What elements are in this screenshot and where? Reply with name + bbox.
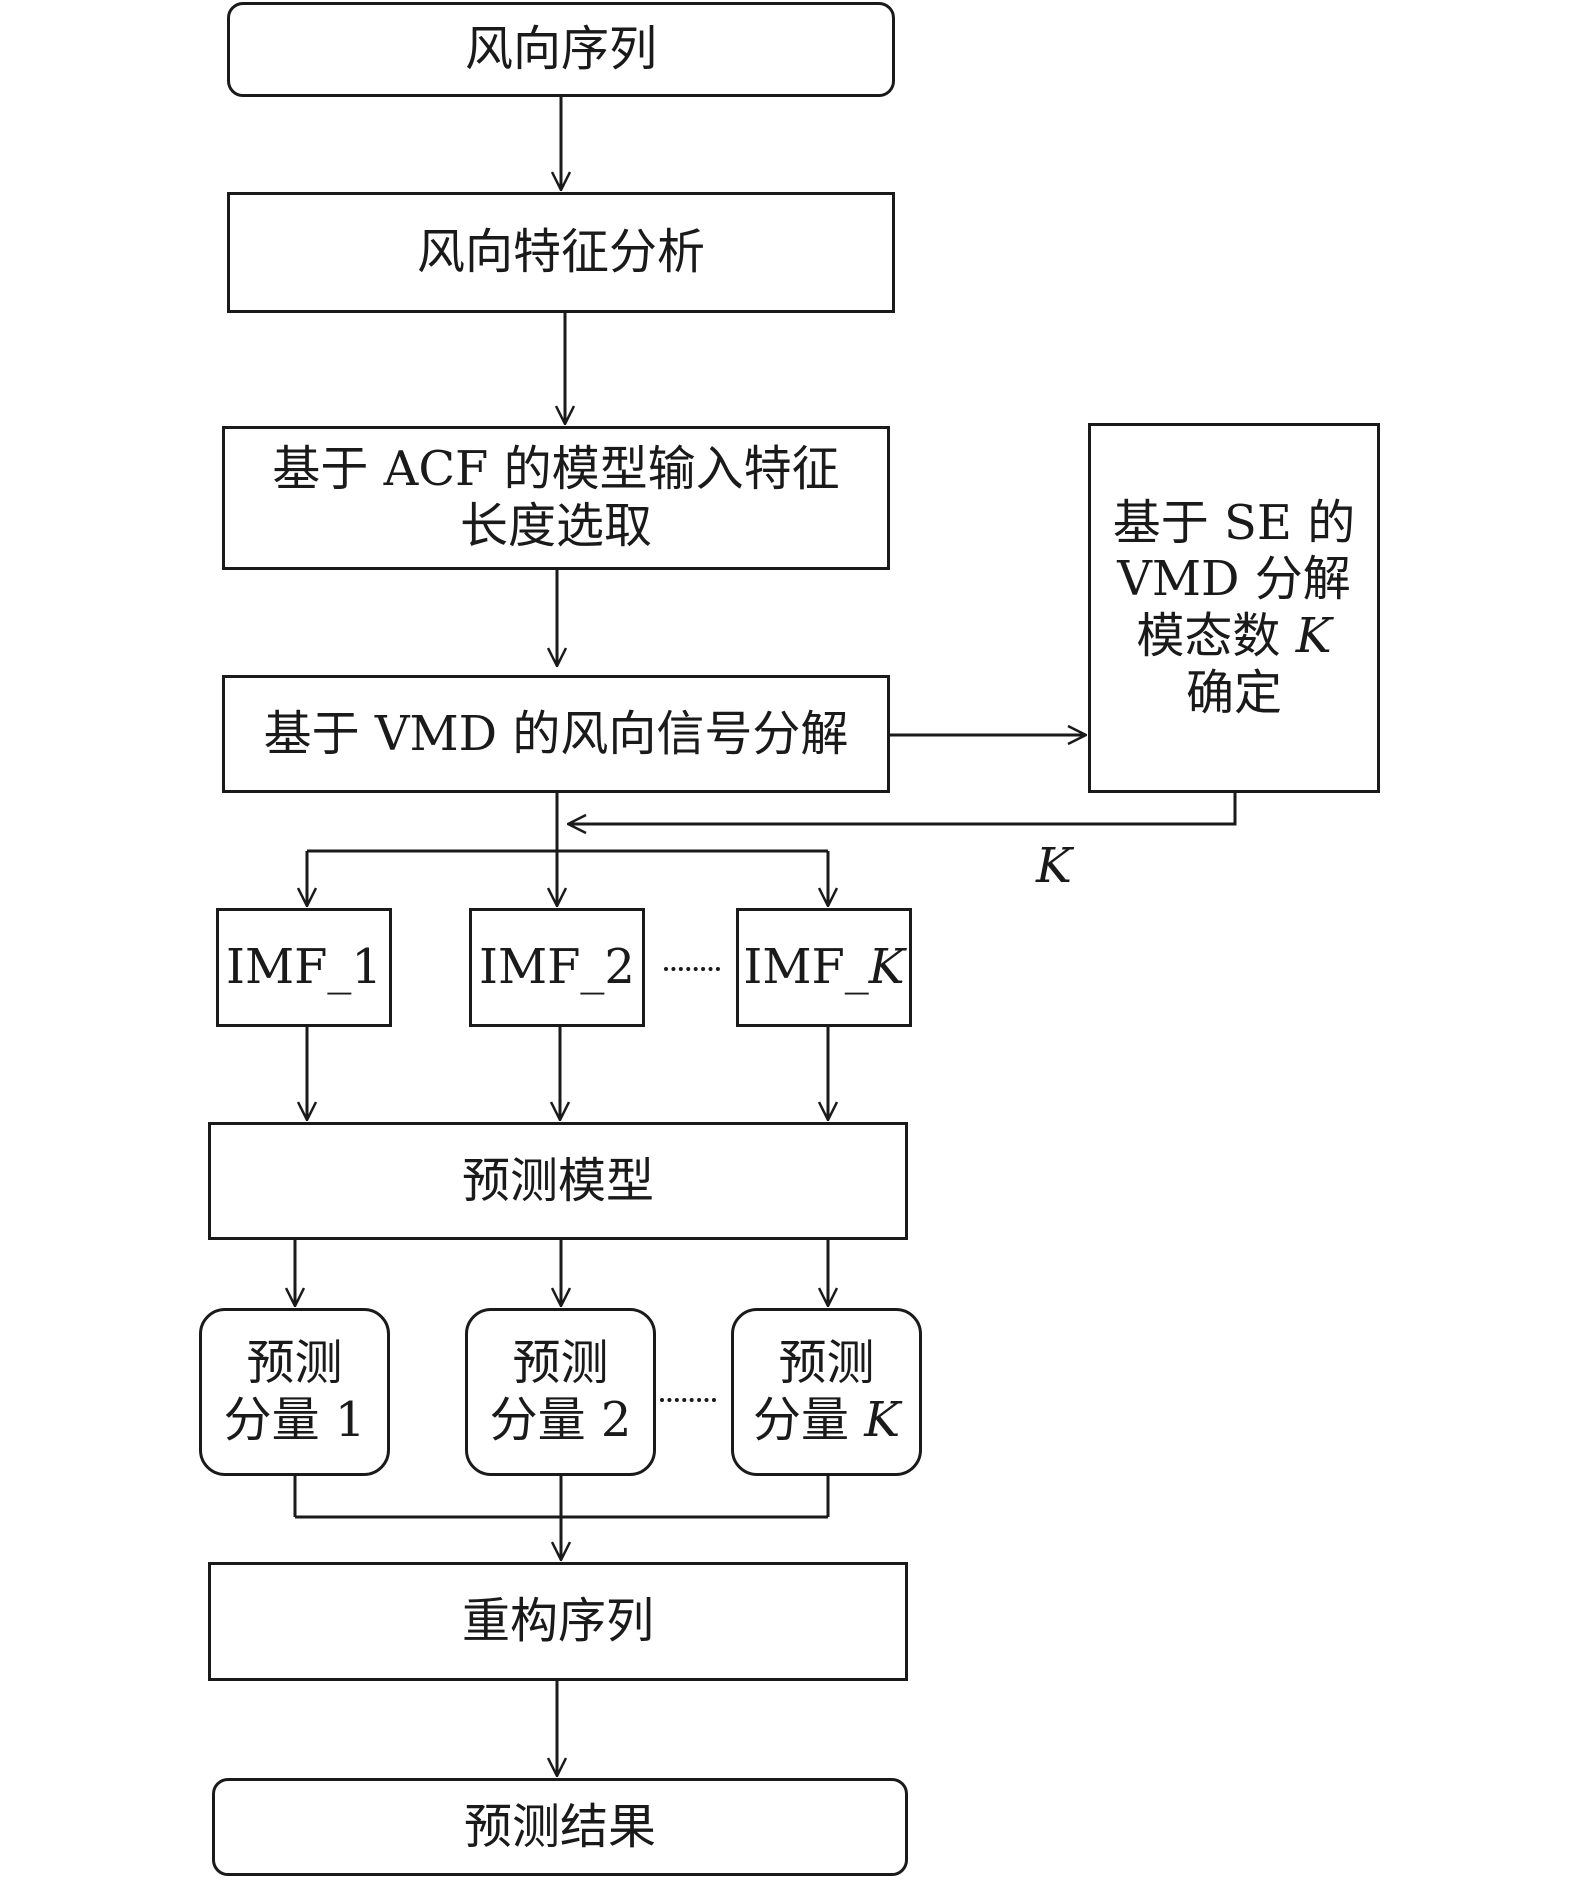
node-vmd-decomposition: 基于 VMD 的风向信号分解 xyxy=(222,675,890,793)
node-pred-comp-2-line1: 预测 xyxy=(512,1335,609,1392)
node-reconstruct: 重构序列 xyxy=(208,1562,908,1681)
node-acf-selection: 基于 ACF 的模型输入特征 长度选取 xyxy=(222,426,890,570)
node-pred-comp-k: 预测 分量 K xyxy=(731,1308,922,1476)
node-acf-selection-text: 基于 ACF 的模型输入特征 长度选取 xyxy=(272,441,839,554)
node-imf-2: IMF_2 xyxy=(469,908,645,1027)
node-imf-k-label: IMF_K xyxy=(743,939,904,996)
node-pred-comp-1-line1: 预测 xyxy=(246,1335,343,1392)
node-pred-comp-2: 预测 分量 2 xyxy=(465,1308,656,1476)
node-pred-comp-k-line2-text: 分量 xyxy=(752,1392,865,1448)
node-imf-1-label: IMF_1 xyxy=(226,939,382,996)
node-pred-comp-1-text: 预测 分量 1 xyxy=(224,1335,366,1448)
node-reconstruct-label: 重构序列 xyxy=(461,1593,654,1650)
node-pred-comp-1: 预测 分量 1 xyxy=(199,1308,390,1476)
edge-se-feedback-k xyxy=(568,793,1237,824)
node-se-k-line3-text: 模态数 xyxy=(1136,608,1296,664)
node-imf-1: IMF_1 xyxy=(216,908,392,1027)
node-pred-comp-2-line2: 分量 2 xyxy=(489,1392,632,1448)
node-acf-selection-line2: 长度选取 xyxy=(459,498,652,554)
node-pred-comp-k-line1: 预测 xyxy=(778,1335,875,1392)
ellipsis-imf xyxy=(664,967,720,971)
edge-label-k: K xyxy=(1036,838,1072,894)
node-pred-comp-k-line2: 分量 K xyxy=(753,1392,900,1449)
node-se-k-line3: 模态数 K xyxy=(1113,608,1355,665)
node-se-k-text: 基于 SE 的 VMD 分解 模态数 K 确定 xyxy=(1113,495,1355,722)
node-imf-k-var: K xyxy=(868,939,905,996)
node-imf-2-label: IMF_2 xyxy=(479,939,635,996)
node-pred-comp-2-text: 预测 分量 2 xyxy=(490,1335,632,1448)
ellipsis-pred-comp xyxy=(660,1398,716,1402)
node-wind-series: 风向序列 xyxy=(227,2,895,97)
node-se-k-line3-var: K xyxy=(1295,608,1332,664)
node-imf-k: IMF_K xyxy=(736,908,912,1027)
node-prediction-model-label: 预测模型 xyxy=(461,1152,654,1209)
node-vmd-decomposition-label: 基于 VMD 的风向信号分解 xyxy=(263,705,849,762)
node-pred-comp-1-line2: 分量 1 xyxy=(223,1392,366,1448)
node-result-label: 预测结果 xyxy=(463,1798,656,1855)
node-se-k-line1: 基于 SE 的 xyxy=(1112,494,1356,551)
node-pred-comp-k-line2-var: K xyxy=(864,1392,901,1448)
node-prediction-model: 预测模型 xyxy=(208,1122,908,1240)
node-acf-selection-line1: 基于 ACF 的模型输入特征 xyxy=(272,441,840,498)
node-pred-comp-k-text: 预测 分量 K xyxy=(753,1335,900,1448)
node-result: 预测结果 xyxy=(212,1778,908,1876)
node-se-k: 基于 SE 的 VMD 分解 模态数 K 确定 xyxy=(1088,423,1380,793)
node-se-k-line2: VMD 分解 xyxy=(1117,551,1351,608)
node-imf-k-prefix: IMF_ xyxy=(743,939,869,996)
node-feature-analysis-label: 风向特征分析 xyxy=(416,224,705,281)
node-se-k-line4: 确定 xyxy=(1185,664,1282,721)
node-feature-analysis: 风向特征分析 xyxy=(227,192,895,313)
node-wind-series-label: 风向序列 xyxy=(464,21,657,78)
